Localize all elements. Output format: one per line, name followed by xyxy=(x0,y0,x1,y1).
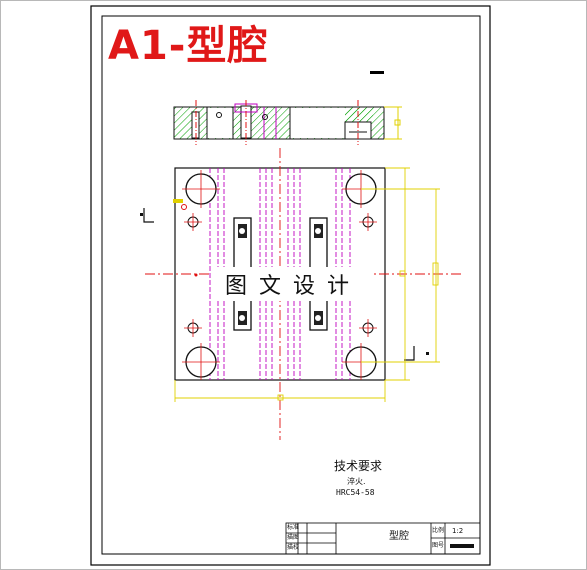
section-bore-2 xyxy=(290,108,345,138)
tech-requirement-line-2: HRC54-58 xyxy=(336,488,375,497)
roughness-mark xyxy=(370,71,384,74)
title-block-cell-check: 描校 xyxy=(287,544,300,551)
title-block-scale-label: 比例 xyxy=(432,527,445,534)
title-block-cell-drawing: 描图 xyxy=(287,534,300,541)
drawing-title: A1-型腔 xyxy=(108,23,269,69)
tech-requirement-line-1: 淬火. xyxy=(347,477,366,486)
title-block-scale-value: 1:2 xyxy=(452,527,464,535)
watermark: 图文设计 xyxy=(212,267,374,301)
drawing-number-mark xyxy=(450,544,474,548)
title-block xyxy=(285,522,481,555)
title-block-cell-standard: 标准 xyxy=(287,524,300,531)
tech-requirements-heading: 技术要求 xyxy=(334,459,383,473)
sheet-outer-frame xyxy=(90,5,491,566)
dimension-lines xyxy=(174,167,440,402)
title-block-frame xyxy=(285,522,481,555)
section-mark-a xyxy=(143,208,154,223)
section-step xyxy=(345,108,373,122)
title-block-part-name: 型腔 xyxy=(389,531,409,542)
section-view xyxy=(173,100,402,145)
plan-view xyxy=(140,148,462,440)
title-block-drawing-no-label: 图号 xyxy=(432,542,445,549)
section-mark-b xyxy=(404,346,415,361)
